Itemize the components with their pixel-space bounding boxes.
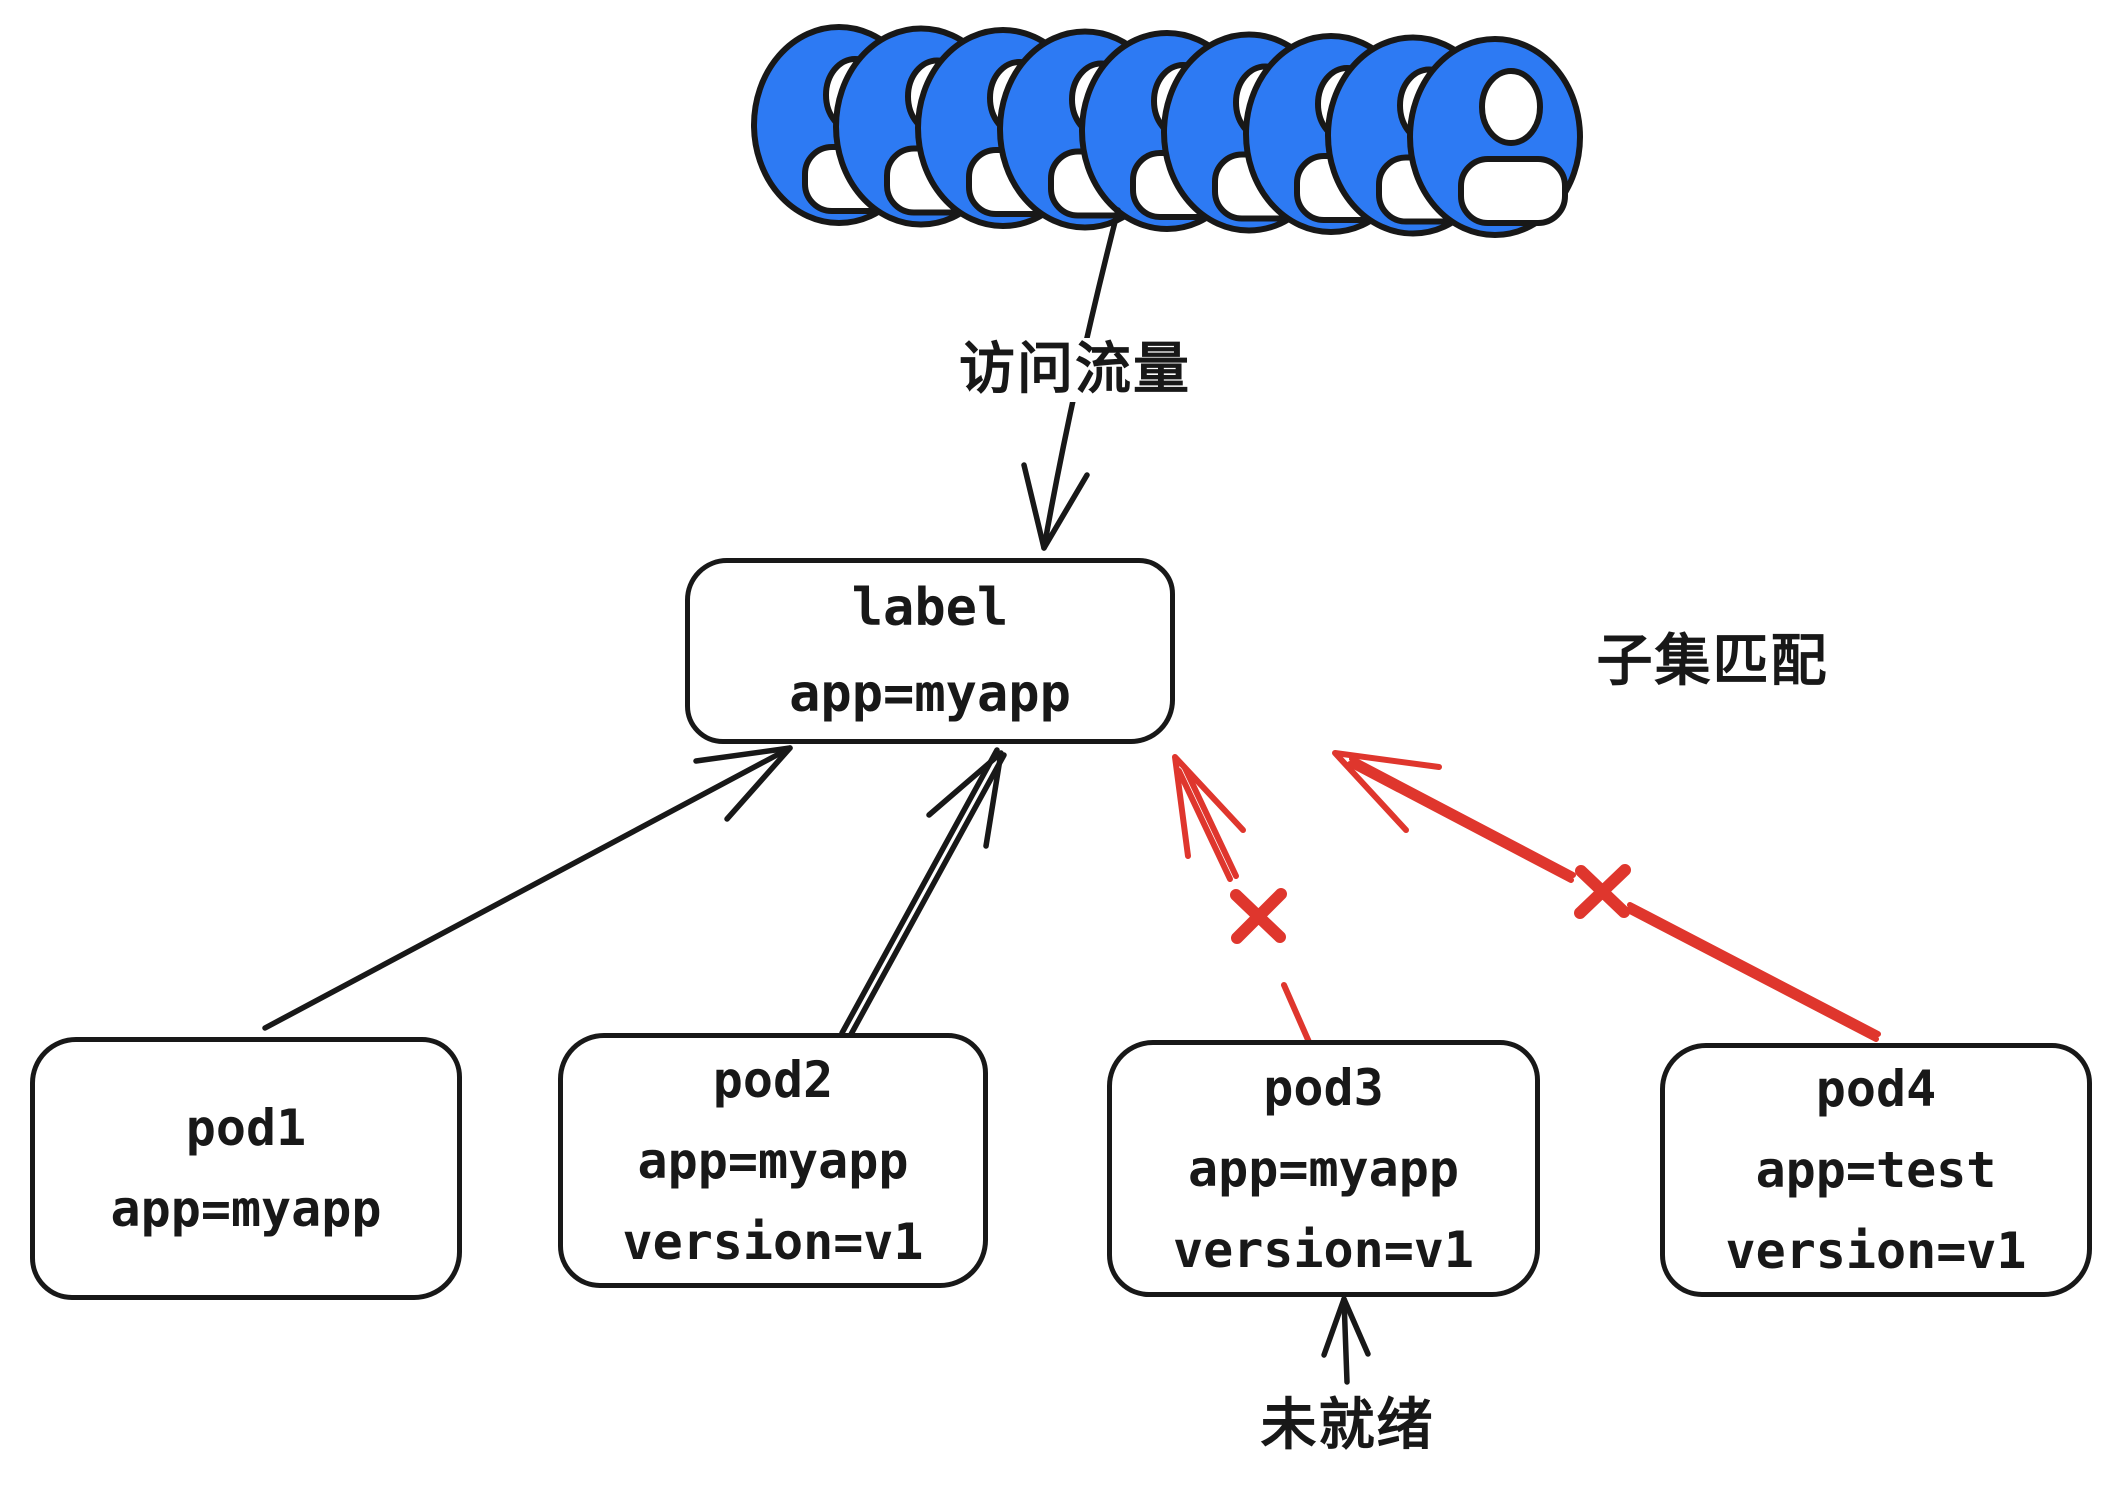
pod1-arrow-shaft	[262, 745, 793, 1031]
subset-match-annotation: 子集匹配	[1596, 629, 1829, 694]
selector-title: label	[851, 578, 1009, 638]
not-ready-arrow-shaft	[1341, 1296, 1350, 1385]
pod3-arrow-head	[1172, 754, 1246, 859]
pod3-x-mark	[1230, 888, 1287, 944]
selector-rule: app=myapp	[789, 664, 1071, 724]
pod4-arrow-shaft-upper	[1349, 756, 1576, 878]
x-icon	[1574, 864, 1631, 919]
pod-label: app=myapp	[637, 1131, 909, 1190]
pod-name: pod1	[185, 1099, 307, 1157]
user-icon	[1410, 39, 1580, 235]
pod4-arrow-shaft-lower	[1627, 902, 1881, 1037]
pod2-match-arrow	[839, 747, 1007, 1041]
pod-label: app=test	[1755, 1141, 1997, 1199]
pod-label: version=v1	[622, 1212, 924, 1271]
pod3-arrow-shaft-lower	[1281, 982, 1312, 1045]
not-ready-arrow-head	[1321, 1296, 1371, 1358]
pod3-node: pod3 app=myapp version=v1	[1107, 1040, 1540, 1297]
not-ready-annotation: 未就绪	[1260, 1393, 1435, 1458]
pod4-arrow-shaft-lower-redraw	[1625, 907, 1879, 1042]
pod3-arrow-shaft-upper-redraw	[1182, 765, 1239, 879]
pod3-reject-arrow	[1172, 754, 1312, 1045]
pod1-node: pod1 app=myapp	[30, 1037, 462, 1300]
pod4-x-mark	[1574, 864, 1631, 919]
traffic-annotation: 访问流量	[930, 338, 1220, 402]
pod4-reject-arrow	[1332, 750, 1881, 1042]
pod2-arrow-shaft	[839, 747, 1000, 1036]
pod2-node: pod2 app=myapp version=v1	[558, 1033, 988, 1288]
pod3-arrow-shaft-upper	[1176, 768, 1233, 882]
not-ready-arrow	[1321, 1296, 1371, 1385]
pod-label: app=myapp	[110, 1180, 382, 1238]
pod2-arrow-head	[926, 750, 1004, 849]
pod1-arrow-head	[693, 745, 793, 822]
traffic-arrow-head	[1021, 462, 1090, 551]
user-group	[754, 27, 1580, 235]
pod-label: version=v1	[1725, 1222, 2027, 1280]
pod2-arrow-shaft-redraw	[846, 752, 1007, 1041]
pod4-arrow-head	[1332, 750, 1442, 833]
pod-label: version=v1	[1172, 1220, 1475, 1279]
x-icon	[1230, 888, 1287, 944]
pod-name: pod4	[1815, 1060, 1937, 1118]
pod4-arrow-shaft-upper-redraw	[1347, 761, 1574, 883]
pod1-match-arrow	[262, 745, 793, 1031]
service-selector-node: label app=myapp	[685, 558, 1175, 744]
pod-name: pod3	[1263, 1058, 1384, 1117]
pod4-node: pod4 app=test version=v1	[1660, 1043, 2092, 1297]
pod-label: app=myapp	[1188, 1139, 1459, 1198]
pod-name: pod2	[712, 1050, 834, 1109]
